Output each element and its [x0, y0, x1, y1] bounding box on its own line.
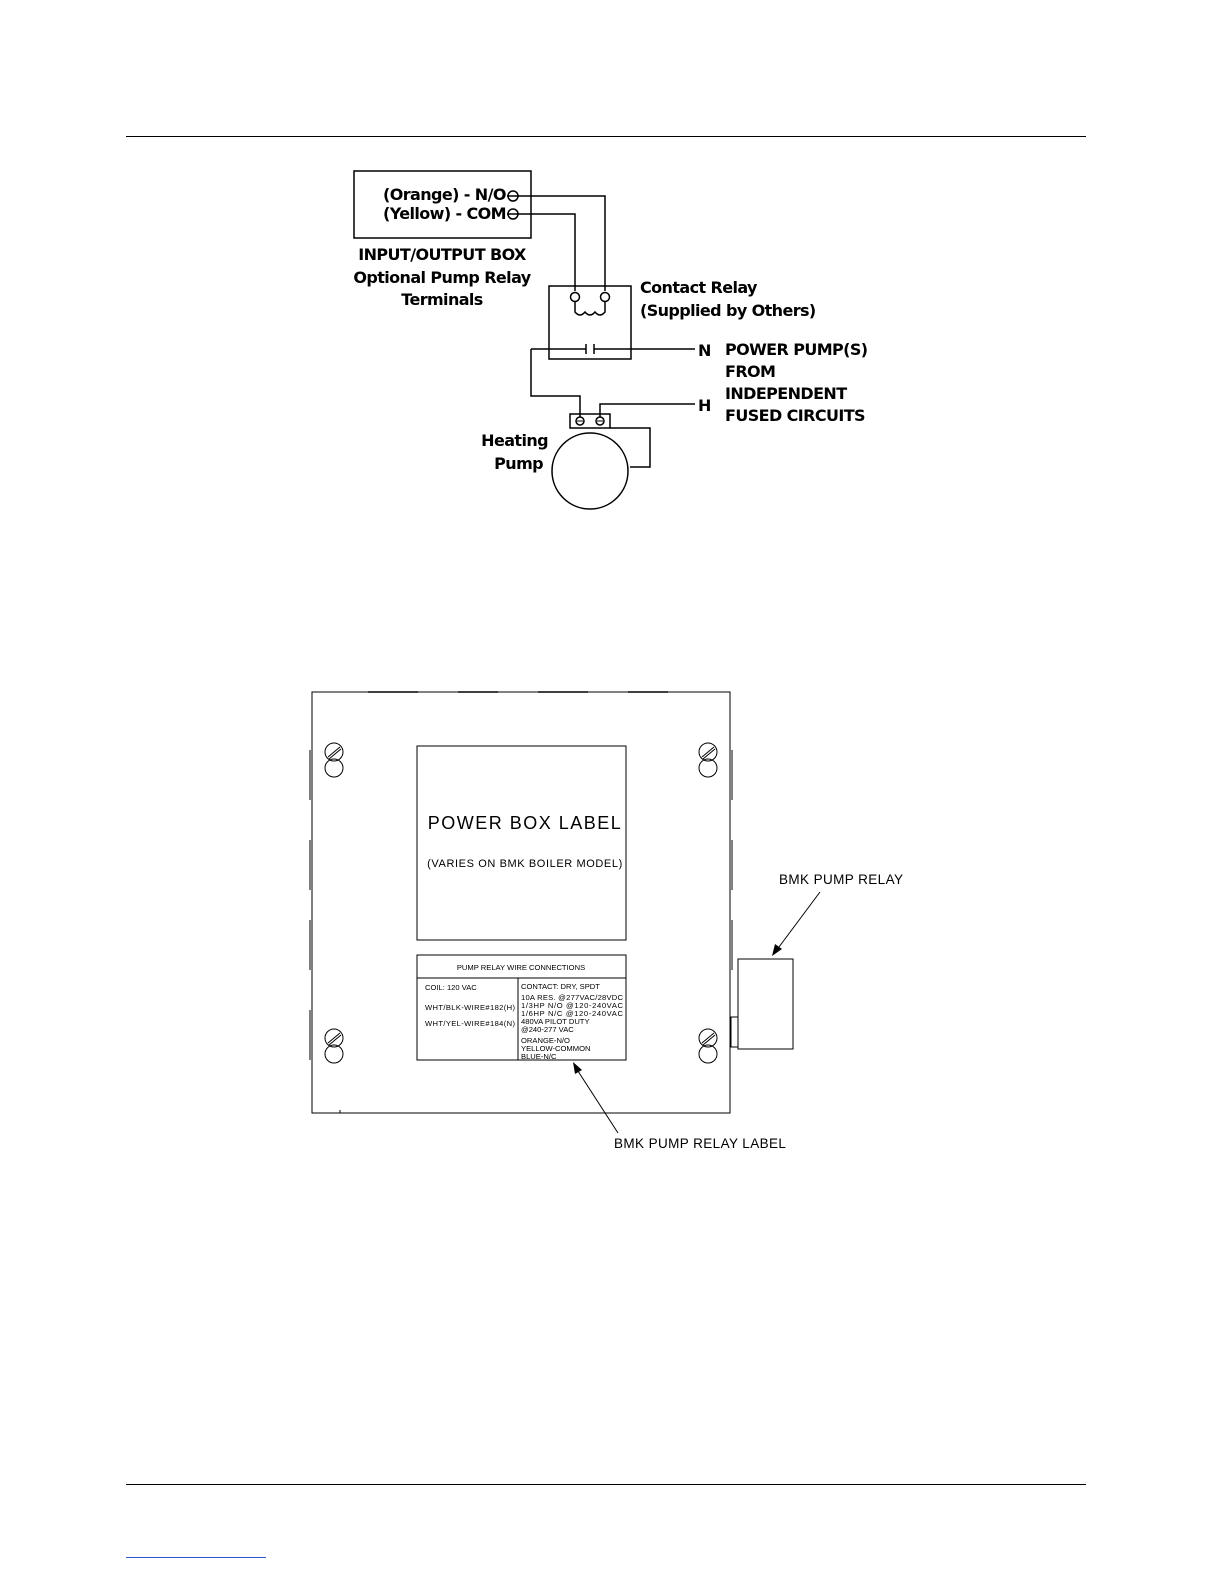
power-box-drawing: POWER BOX LABEL (VARIES ON BMK BOILER MO… [309, 691, 903, 1151]
wire-neutral-pump [530, 349, 581, 417]
power-label-2: FROM [725, 362, 775, 381]
relay-sublabel: (Supplied by Others) [640, 301, 816, 320]
pump-terminal-right-icon [595, 416, 605, 426]
plate-contact: CONTACT: DRY, SPDT [521, 982, 600, 991]
contact-relay-box [548, 285, 632, 360]
bmk-pump-relay [737, 958, 794, 1050]
io-box-subtitle: Optional Pump Relay [353, 268, 531, 287]
relay-label-callout-text: BMK PUMP RELAY LABEL [614, 1136, 786, 1151]
plate-rating-4: 480VA PILOT DUTY [521, 1017, 590, 1026]
relay-coil-terminal-left [569, 291, 581, 303]
plate-wire-h: WHT/BLK-WIRE#182(H) [425, 1003, 515, 1012]
plate-header: PUMP RELAY WIRE CONNECTIONS [457, 963, 585, 972]
plate-rating-3: 1/6HP N/C @120-240VAC [521, 1009, 624, 1018]
relay-coil-terminal-right [599, 291, 611, 303]
relay-label: Contact Relay [640, 278, 758, 297]
io-box-subtitle-2: Terminals [401, 290, 483, 309]
screw-icon [324, 1028, 344, 1064]
screw-icon [324, 742, 344, 778]
footer-rule [126, 1484, 1086, 1485]
terminal-com-label: (Yellow) - COM [383, 204, 506, 223]
pump-relay-label-plate [416, 954, 627, 1061]
relay-mount-bracket [730, 1016, 739, 1048]
power-box-label-sub: (VARIES ON BMK BOILER MODEL) [427, 858, 623, 870]
relay-callout-leader [775, 891, 821, 952]
plate-rating-5: @240-277 VAC [521, 1025, 574, 1034]
plate-coil: COIL: 120 VAC [425, 983, 477, 992]
plate-rating-1: 10A RES. @277VAC/28VDC [521, 993, 624, 1002]
pump-label-2: Pump [494, 454, 543, 473]
plate-color-2: YELLOW-COMMON [521, 1044, 590, 1053]
screw-icon [698, 1028, 718, 1064]
power-box-label [416, 745, 627, 941]
io-box-title: INPUT/OUTPUT BOX [358, 245, 527, 264]
plate-wire-n: WHT/YEL-WIRE#184(N) [425, 1019, 515, 1028]
power-label-3: INDEPENDENT [725, 384, 847, 403]
plate-rating-2: 1/3HP N/O @120-240VAC [521, 1001, 624, 1010]
header-rule [126, 136, 1086, 137]
footer-link-underline [126, 1557, 266, 1558]
relay-coil-icon [574, 302, 606, 316]
relay-label-callout-leader [575, 1067, 619, 1134]
relay-label-callout-arrow-icon [573, 1062, 582, 1074]
wiring-diagram: (Orange) - N/O (Yellow) - COM INPUT/OUTP… [353, 170, 868, 510]
power-label-4: FUSED CIRCUITS [725, 406, 865, 425]
pump-terminal-left-icon [575, 416, 585, 426]
wire-no [518, 195, 606, 291]
neutral-label: N [698, 341, 711, 360]
power-box-outline [311, 691, 731, 1114]
heating-pump-icon [551, 432, 629, 510]
power-label-1: POWER PUMP(S) [725, 340, 868, 359]
pump-terminal-block [569, 413, 611, 429]
terminal-no-label: (Orange) - N/O [383, 185, 506, 204]
relay-callout-text: BMK PUMP RELAY [779, 872, 903, 887]
power-box-label-title: POWER BOX LABEL [428, 813, 623, 833]
pump-label-1: Heating [481, 431, 548, 450]
hot-label: H [698, 396, 711, 415]
screw-icon [698, 742, 718, 778]
wire-hot-pump [599, 403, 695, 417]
plate-color-1: ORANGE-N/O [521, 1036, 570, 1045]
wire-com [518, 213, 576, 291]
relay-callout-arrow-icon [772, 944, 782, 956]
io-box [353, 170, 532, 239]
plate-color-3: BLUE-N/C [521, 1052, 557, 1061]
